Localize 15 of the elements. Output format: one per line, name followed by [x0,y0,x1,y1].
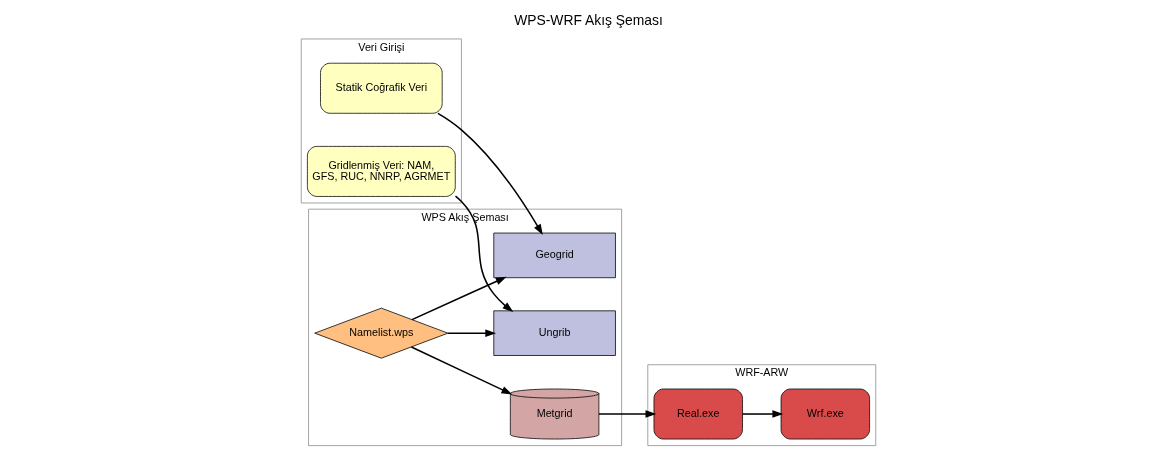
arrow [597,410,656,418]
node-box: Gridlenmiş Veri: NAM, GFS, RUC, NNRP, AGRMET [306,146,456,197]
node-box: Ungrib [492,310,616,356]
node-box: Statik Coğrafik Veri [319,62,443,114]
arrow [454,195,513,313]
arrow [446,329,496,337]
node-diamond: Namelist.wps [313,307,448,359]
diagram-title: WPS-WRF Akış Şeması [513,12,663,29]
arrow [436,112,543,236]
arrow [410,276,507,321]
node-box: Real.exe [653,388,743,440]
node-box: Wrf.exe [780,388,870,440]
node-box: Geogrid [492,232,616,279]
arrow [410,346,512,395]
arrow [741,410,783,418]
